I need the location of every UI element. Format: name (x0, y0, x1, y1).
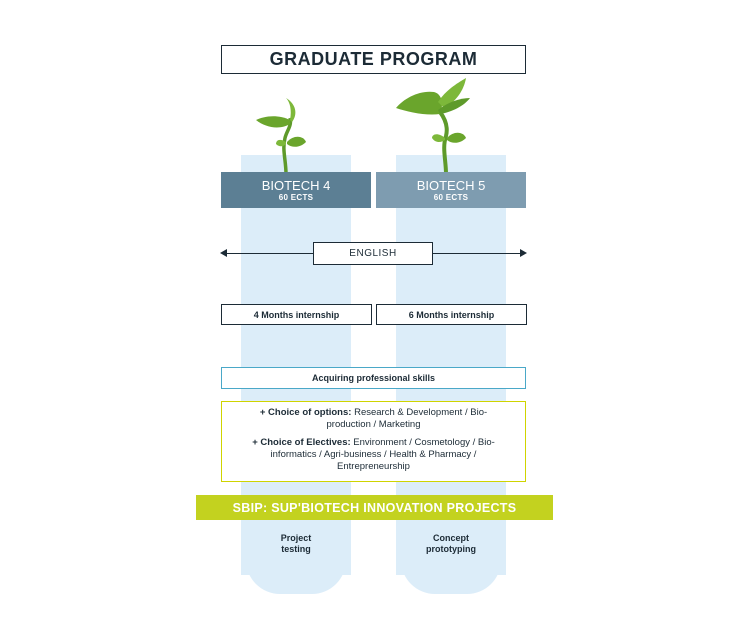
small-sprout-icon (256, 98, 306, 174)
options-electives-box: + Choice of options: Research & Developm… (221, 401, 526, 482)
biotech-4-label: BIOTECH 4 (261, 177, 331, 193)
arrow-right-head (520, 249, 527, 257)
concept-prototyping-label: Concept prototyping (396, 533, 506, 555)
internship-biotech-5: 6 Months internship (376, 304, 527, 325)
options-text: Research & Development / Bio-production … (326, 407, 488, 430)
step-left-line-1: Project (280, 533, 312, 543)
step-left-line-2: testing (281, 544, 311, 554)
arrow-left-head (220, 249, 227, 257)
biotech-5-ects: 60 ECTS (433, 192, 469, 202)
step-right-line-2: prototyping (426, 544, 476, 554)
test-tube-left-bottom (246, 560, 346, 594)
options-paragraph: + Choice of options: Research & Developm… (222, 407, 525, 431)
electives-label: + Choice of Electives: (252, 437, 351, 448)
options-label: + Choice of options: (259, 407, 352, 418)
biotech-5-label: BIOTECH 5 (416, 177, 486, 193)
step-right-line-1: Concept (433, 533, 469, 543)
electives-text: Environment / Cosmetology / Bio-informat… (270, 437, 495, 472)
language-badge: ENGLISH (313, 242, 433, 265)
internship-biotech-4: 4 Months internship (221, 304, 372, 325)
professional-skills-box: Acquiring professional skills (221, 367, 526, 389)
page-title: GRADUATE PROGRAM (221, 45, 526, 74)
biotech-4-header: BIOTECH 4 60 ECTS (221, 172, 371, 208)
electives-paragraph: + Choice of Electives: Environment / Cos… (222, 437, 525, 473)
project-testing-label: Project testing (241, 533, 351, 555)
biotech-4-ects: 60 ECTS (278, 192, 314, 202)
test-tube-right-bottom (401, 560, 501, 594)
biotech-5-header: BIOTECH 5 60 ECTS (376, 172, 526, 208)
large-sprout-icon (396, 78, 470, 174)
sbip-banner: SBIP: SUP'BIOTECH INNOVATION PROJECTS (196, 495, 553, 520)
